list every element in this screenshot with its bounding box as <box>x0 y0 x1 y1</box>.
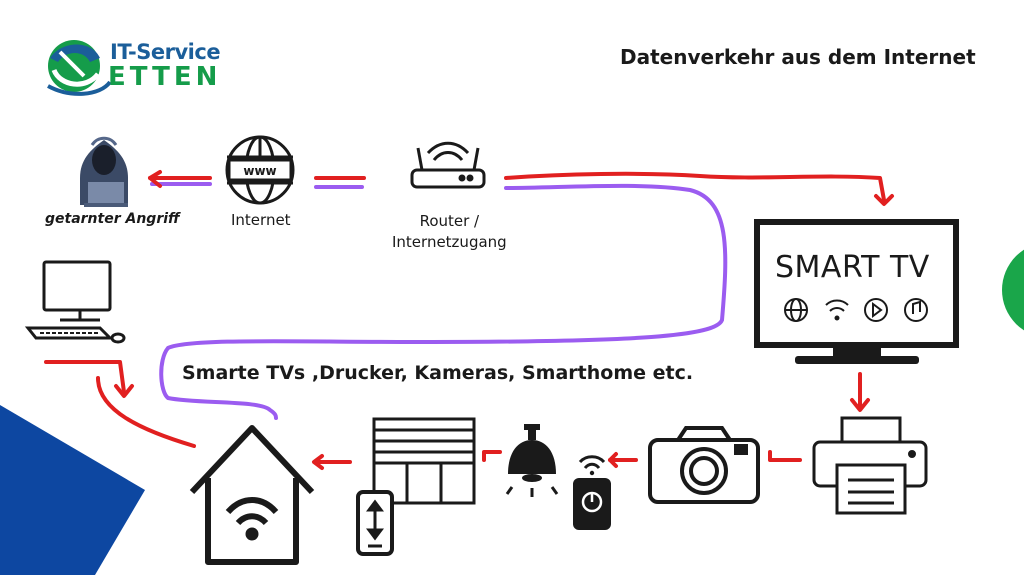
printer-icon <box>812 416 928 515</box>
devices-caption: Smarte TVs ,Drucker, Kameras, Smarthome … <box>182 362 694 384</box>
internet-label: Internet <box>231 211 291 229</box>
power-remote-icon <box>573 455 611 530</box>
hacker-icon <box>80 136 128 207</box>
purple-flow-line <box>159 183 728 420</box>
smart-home-icon <box>189 425 315 565</box>
logo-mark-icon <box>47 40 112 96</box>
green-edge-shape <box>1002 249 1024 331</box>
computer-icon <box>24 260 126 344</box>
camera-icon <box>648 426 760 504</box>
blue-corner-shape <box>0 405 145 575</box>
router-label: Router / Internetzugang <box>392 211 507 253</box>
router-icon <box>410 141 486 189</box>
ceiling-lamp-icon <box>505 424 559 497</box>
svg-text:www: www <box>243 164 276 178</box>
page-title: Datenverkehr aus dem Internet <box>620 45 976 69</box>
hacker-label: getarnter Angriff <box>45 211 180 227</box>
logo-text-it-service: IT-Service <box>110 40 221 64</box>
red-flow-lines <box>44 170 894 470</box>
tv-icon <box>754 219 959 364</box>
logo-text-etten: ETTEN <box>108 62 222 92</box>
roller-shutter-icon <box>356 417 476 556</box>
globe-www-icon: www <box>225 135 295 205</box>
smart-tv-text: SMART TV <box>775 250 930 285</box>
router-label-line2: Internetzugang <box>392 233 507 251</box>
router-label-line1: Router / <box>419 212 480 230</box>
